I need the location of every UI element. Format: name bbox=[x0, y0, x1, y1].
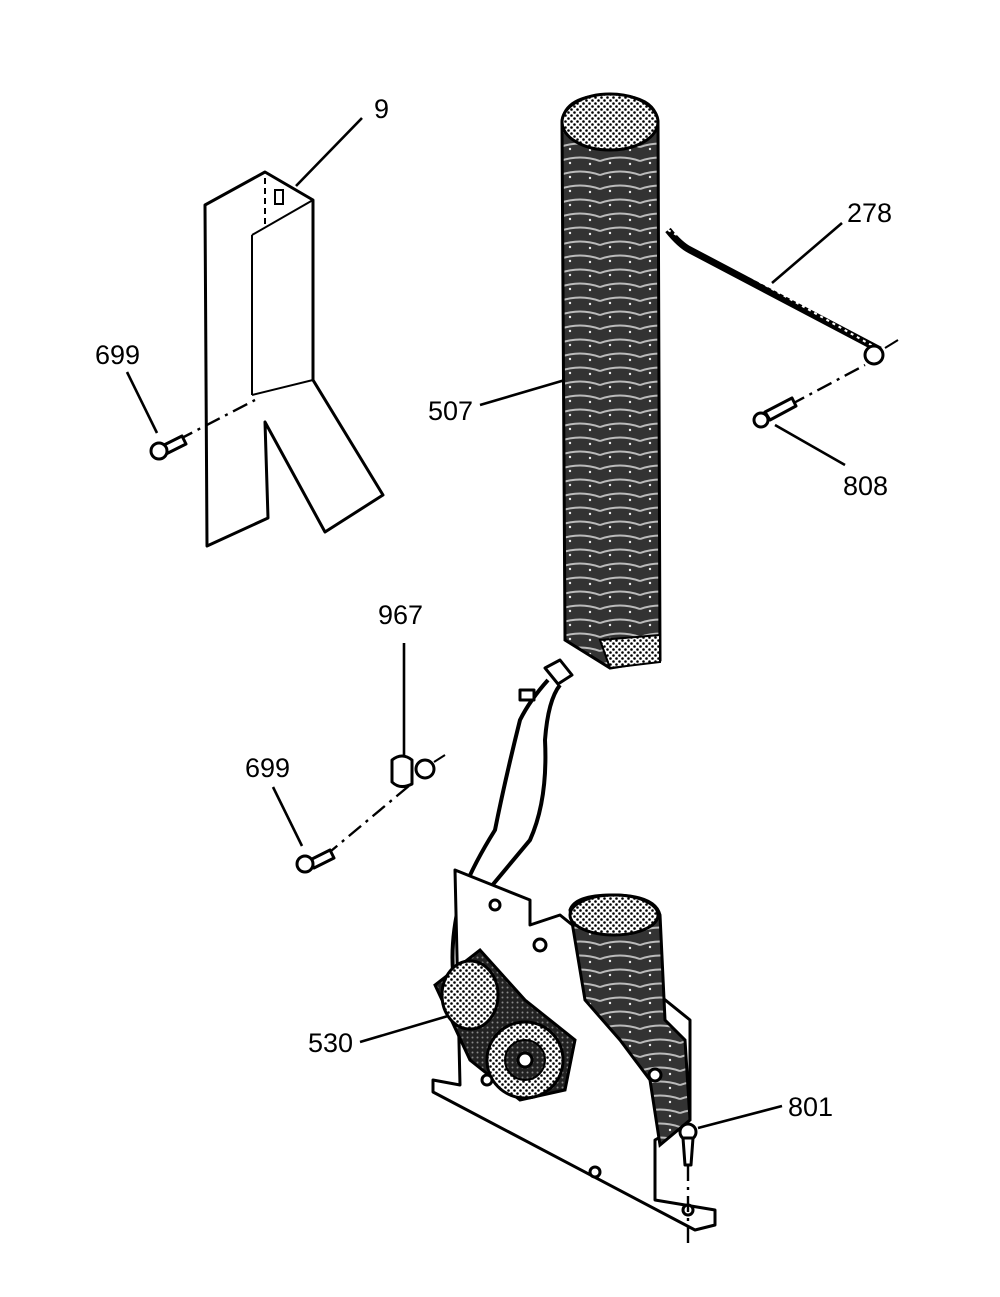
screw-808-part bbox=[752, 363, 866, 429]
screw-699-lower-part bbox=[295, 784, 411, 874]
screw-699-upper-part bbox=[149, 398, 256, 461]
leader-801 bbox=[697, 1104, 783, 1130]
leader-9 bbox=[295, 117, 363, 187]
callout-801: 801 bbox=[788, 1092, 833, 1122]
callout-808: 808 bbox=[843, 471, 888, 501]
screw-801-part bbox=[678, 1122, 698, 1245]
leader-699-upper bbox=[125, 371, 159, 434]
callout-labels: 9 278 699 507 808 967 699 530 801 bbox=[95, 94, 892, 1122]
callout-507: 507 bbox=[428, 396, 473, 426]
leader-507 bbox=[479, 378, 566, 407]
clamp-part bbox=[390, 754, 446, 789]
leader-278 bbox=[771, 222, 843, 284]
callout-278: 278 bbox=[847, 198, 892, 228]
callout-699-upper: 699 bbox=[95, 340, 140, 370]
leader-699-lower bbox=[271, 786, 304, 847]
strap-part bbox=[665, 227, 899, 366]
callout-967: 967 bbox=[378, 600, 423, 630]
callout-9: 9 bbox=[374, 94, 389, 124]
callout-530: 530 bbox=[308, 1028, 353, 1058]
blower-motor-assembly-part bbox=[431, 868, 717, 1232]
leader-lines bbox=[125, 117, 846, 1130]
callout-699-lower: 699 bbox=[245, 753, 290, 783]
duct-tube-part bbox=[560, 92, 662, 670]
leader-808 bbox=[774, 423, 846, 467]
deflector-bracket-part bbox=[203, 170, 385, 548]
leader-530 bbox=[359, 1014, 449, 1044]
